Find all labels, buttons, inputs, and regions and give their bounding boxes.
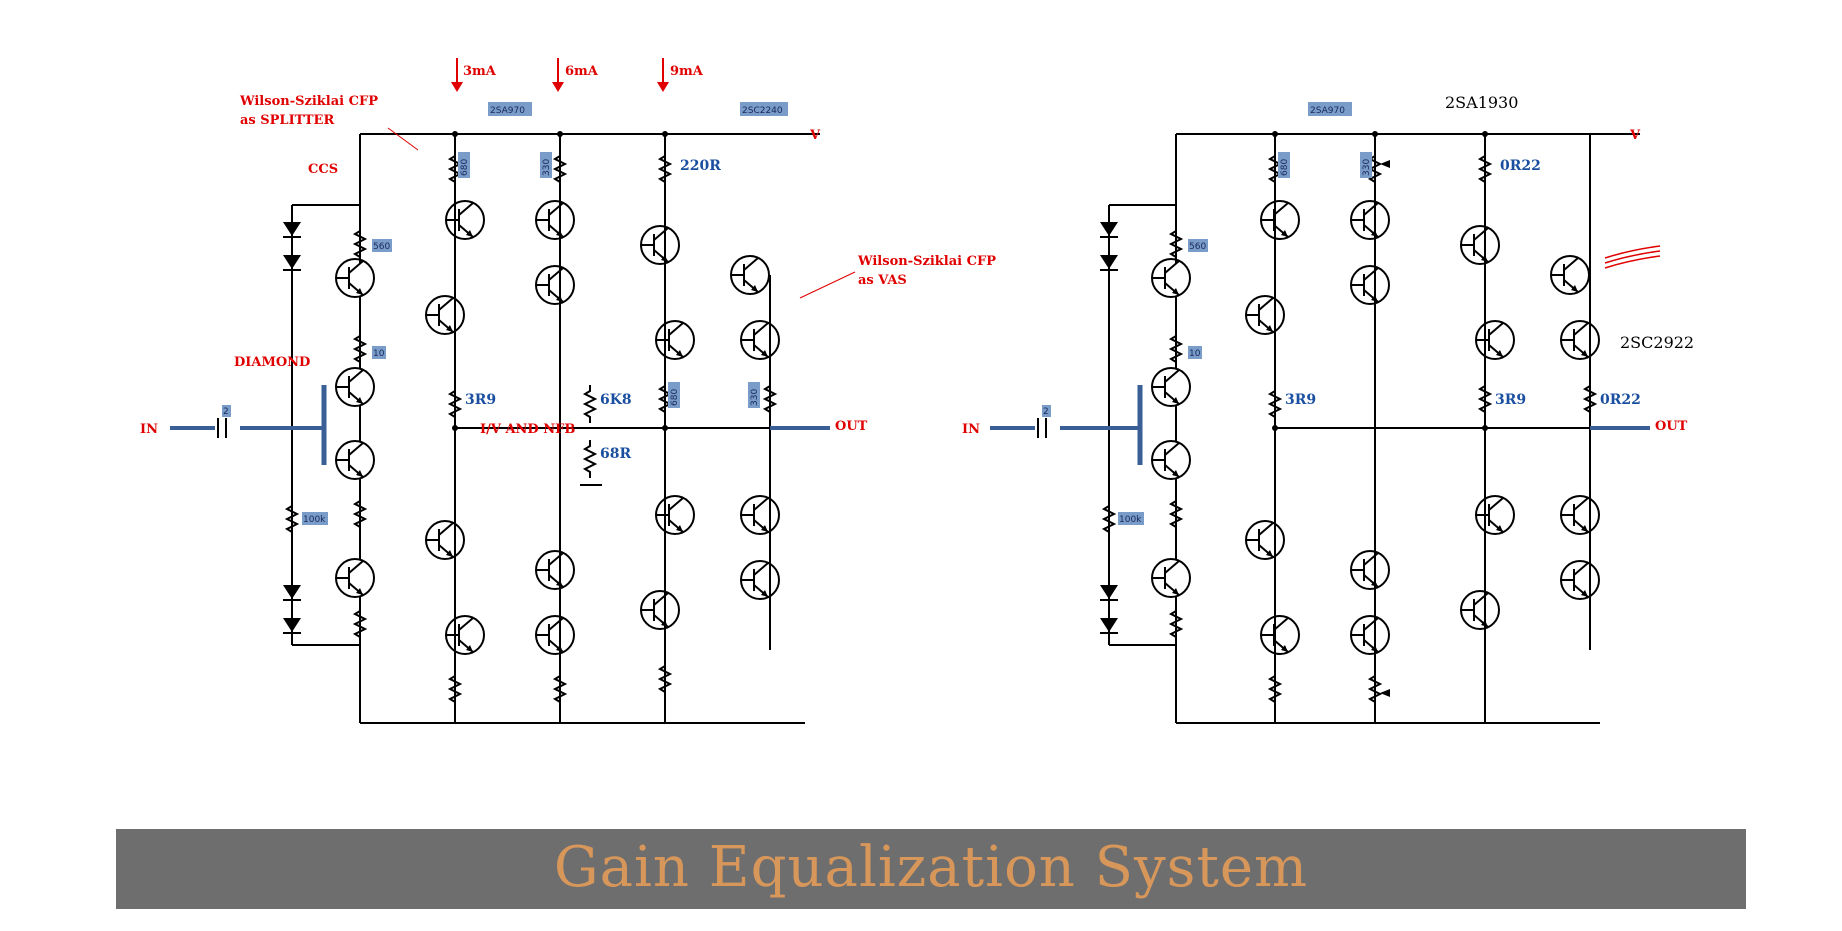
current-3ma-label: 3mA [463,64,497,79]
current-6ma-label: 6mA [565,64,599,79]
right-schematic [990,102,1661,724]
splitter-note-line2: as SPLITTER [240,113,334,128]
current-9ma-label: 9mA [670,64,704,79]
splitter-note-line1: Wilson-Sziklai CFP [239,94,378,109]
banner-title: Gain Equalization System [554,835,1308,900]
part-2sa1930: 2SA1930 [1445,93,1518,112]
right-res-0r22-bottom: 0R22 [1600,392,1641,408]
nfb-label: I/V AND NFB [480,422,575,437]
left-tag-330-b: 330 [750,389,760,406]
banner-background [116,829,1746,909]
left-tag-2sa970: 2SA970 [490,106,525,116]
left-tag-2sc2240: 2SC2240 [742,106,783,116]
left-res-68r: 68R [600,446,631,462]
left-tag-cap: 2 [223,407,229,417]
right-tag-680: 680 [1280,159,1290,176]
left-tag-680-a: 680 [460,159,470,176]
vas-note-line2: as VAS [858,273,907,288]
vas-note-line1: Wilson-Sziklai CFP [857,254,996,269]
right-tag-cap: 2 [1043,407,1049,417]
right-tag-10: 10 [1189,349,1201,359]
right-tag-560: 560 [1189,242,1206,252]
right-res-3r9-b: 3R9 [1495,392,1526,408]
right-rail-label: V [1629,128,1641,143]
left-tag-330-a: 330 [542,159,552,176]
left-tag-100k: 100k [303,515,326,525]
diamond-label: DIAMOND [234,355,310,370]
right-tag-100k: 100k [1119,515,1142,525]
left-res-220r: 220R [680,158,721,174]
right-in-label: IN [962,422,980,437]
right-tag-330: 330 [1362,159,1372,176]
left-tag-10: 10 [373,349,385,359]
part-2sc2922: 2SC2922 [1620,333,1694,352]
left-rail-label: V [809,128,821,143]
right-res-3r9-a: 3R9 [1285,392,1316,408]
left-tag-680-b: 680 [670,389,680,406]
ccs-label: CCS [308,162,338,177]
right-res-0r22-top: 0R22 [1500,158,1541,174]
left-res-3r9: 3R9 [465,392,496,408]
left-out-label: OUT [835,419,868,434]
left-tag-560: 560 [373,242,390,252]
left-in-label: IN [140,422,158,437]
right-out-label: OUT [1655,419,1688,434]
right-tag-2sa970: 2SA970 [1310,106,1345,116]
left-res-6k8: 6K8 [600,392,632,408]
left-schematic [170,58,856,724]
